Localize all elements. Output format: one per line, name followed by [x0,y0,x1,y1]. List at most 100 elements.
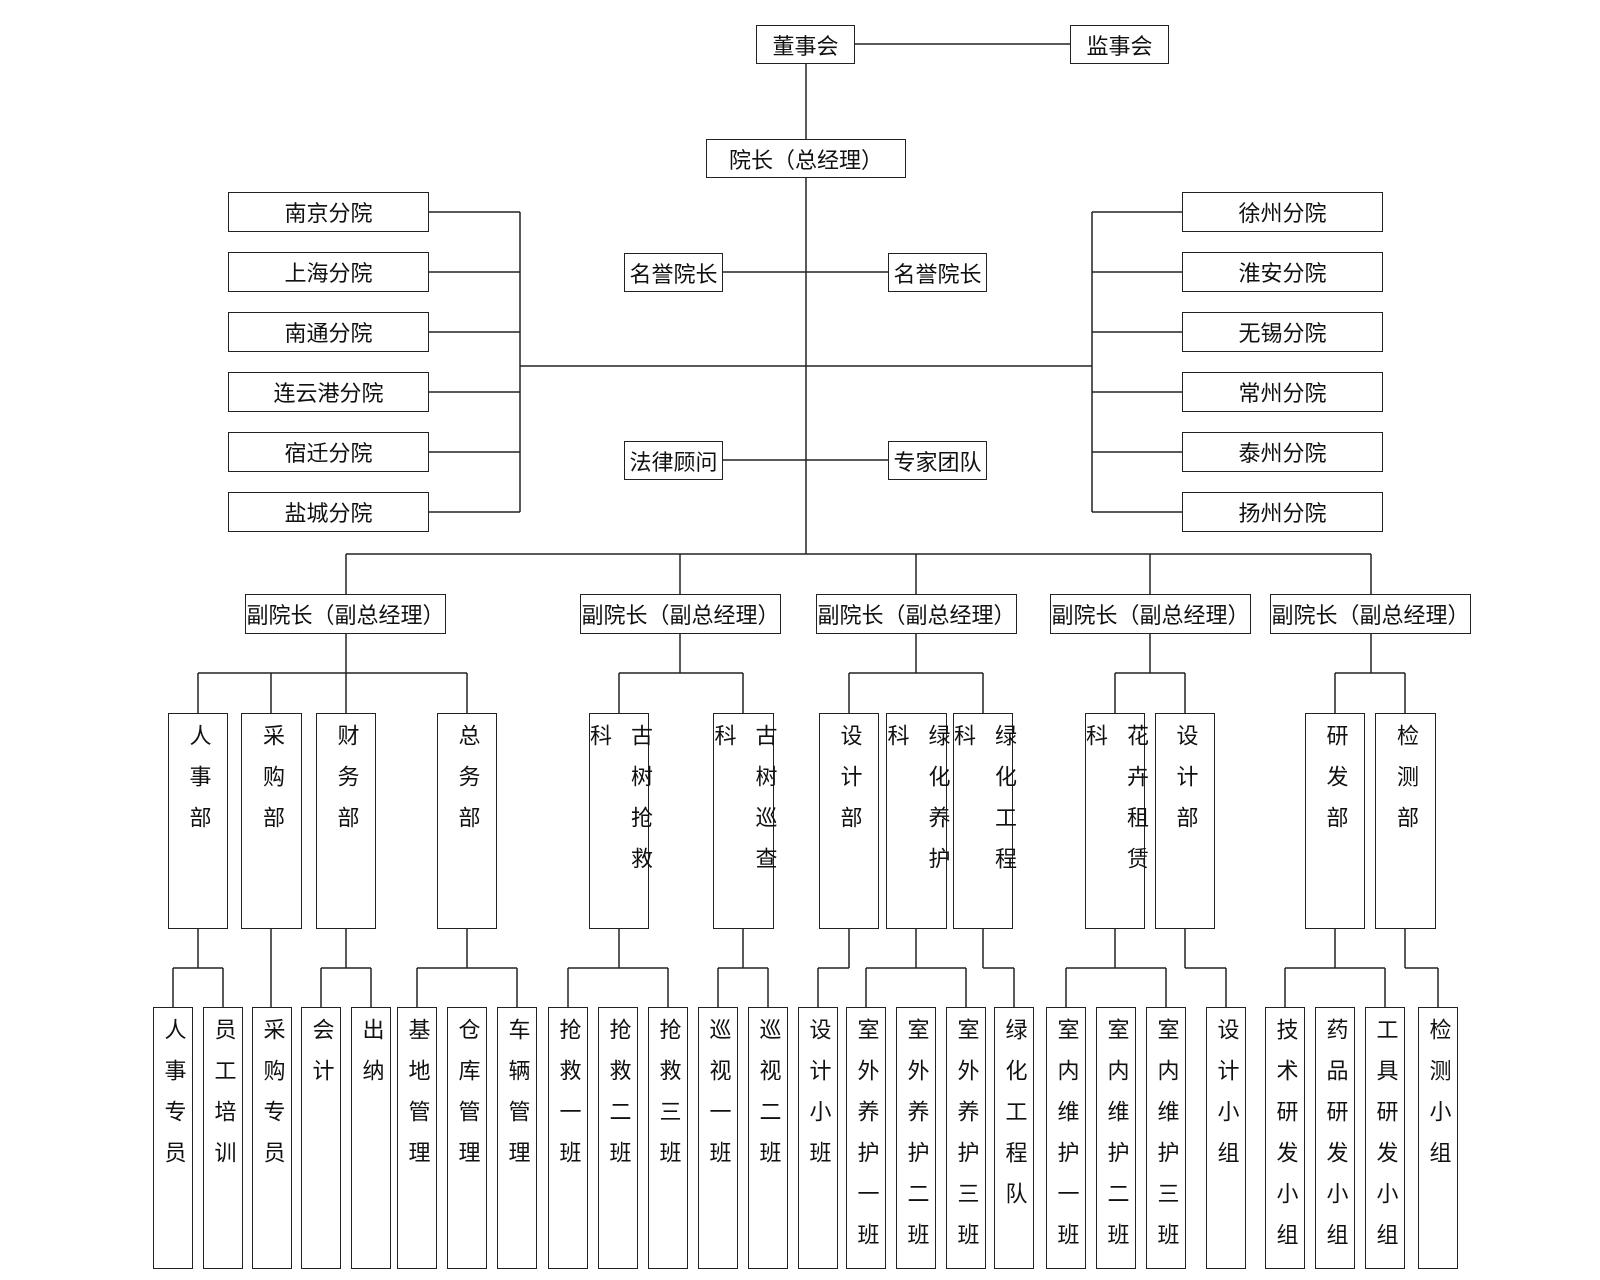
department-box: 总务部 [437,713,497,929]
department-box: 财务部 [316,713,376,929]
branch-left-6: 盐城分院 [228,492,429,532]
department-label: 人事部 [185,724,211,847]
unit-label: 抢救三班 [655,1018,681,1182]
vice-president-label: 副院长（副总经理） [246,604,445,629]
vice-president-label: 副院长（副总经理） [817,604,1016,629]
unit-label: 室内维护三班 [1153,1018,1179,1264]
branch-left-1: 南京分院 [228,192,429,232]
board-label: 董事会 [772,34,839,60]
unit-label: 车辆管理 [504,1018,530,1182]
vice-president-2-box: 副院长（副总经理） [580,594,781,634]
unit-box: 绿化工程队 [994,1007,1034,1269]
unit-label: 采购专员 [259,1018,285,1182]
department-box: 古树抢救科 [586,713,652,929]
branch-label: 常州分院 [1238,382,1327,407]
branch-label: 扬州分院 [1238,502,1327,527]
unit-label: 室外养护一班 [853,1018,879,1264]
branch-label: 南京分院 [284,202,373,227]
unit-label: 会计 [308,1018,334,1100]
unit-box: 车辆管理 [497,1007,537,1269]
department-box: 古树巡查科 [711,713,777,929]
unit-box: 室外养护三班 [946,1007,986,1269]
unit-label: 出纳 [358,1018,384,1100]
unit-box: 室内维护二班 [1096,1007,1136,1269]
branch-right-1: 徐州分院 [1182,192,1383,232]
branch-label: 徐州分院 [1238,202,1327,227]
department-label: 绿化养护科 [883,724,950,888]
unit-box: 巡视二班 [748,1007,788,1269]
honorary-president-right-label: 名誉院长 [893,262,982,288]
unit-box: 抢救三班 [648,1007,688,1269]
branch-label: 泰州分院 [1238,442,1327,467]
unit-label: 设计小组 [1213,1018,1239,1182]
expert-team-label: 专家团队 [893,450,982,476]
unit-box: 技术研发小组 [1265,1007,1305,1269]
vice-president-label: 副院长（副总经理） [1051,604,1250,629]
unit-label: 工具研发小组 [1372,1018,1398,1264]
president-label: 院长（总经理） [728,148,883,174]
branch-label: 宿迁分院 [284,442,373,467]
unit-box: 基地管理 [397,1007,437,1269]
unit-label: 仓库管理 [454,1018,480,1182]
department-label: 采购部 [259,724,284,847]
branch-label: 无锡分院 [1238,322,1327,347]
department-box: 人事部 [168,713,228,929]
department-box: 设计部 [819,713,879,929]
department-box: 研发部 [1305,713,1365,929]
branch-left-3: 南通分院 [228,312,429,352]
department-label: 古树巡查科 [710,724,777,888]
legal-advisor-label: 法律顾问 [629,450,718,476]
unit-label: 药品研发小组 [1322,1018,1348,1264]
unit-box: 工具研发小组 [1365,1007,1405,1269]
unit-box: 采购专员 [252,1007,292,1269]
department-label: 财务部 [333,724,359,847]
branch-right-3: 无锡分院 [1182,312,1383,352]
unit-label: 室外养护二班 [903,1018,929,1264]
department-box: 采购部 [241,713,302,929]
branch-right-6: 扬州分院 [1182,492,1383,532]
unit-label: 巡视一班 [705,1018,731,1182]
department-box: 绿化工程科 [950,713,1016,929]
vice-president-3-box: 副院长（副总经理） [816,594,1017,634]
unit-label: 设计小班 [805,1018,831,1182]
branch-label: 连云港分院 [273,382,384,407]
unit-box: 设计小班 [798,1007,838,1269]
unit-box: 会计 [301,1007,341,1269]
unit-label: 技术研发小组 [1272,1018,1298,1264]
unit-label: 室外养护三班 [953,1018,979,1264]
unit-box: 室外养护二班 [896,1007,936,1269]
unit-label: 绿化工程队 [1001,1018,1027,1223]
vice-president-1-box: 副院长（副总经理） [245,594,446,634]
supervisors-box: 监事会 [1070,25,1169,64]
unit-label: 人事专员 [160,1018,186,1182]
unit-label: 室内维护一班 [1053,1018,1079,1264]
unit-box: 药品研发小组 [1315,1007,1355,1269]
unit-label: 室内维护二班 [1103,1018,1129,1264]
branch-left-4: 连云港分院 [228,372,429,412]
vice-president-5-box: 副院长（副总经理） [1270,594,1471,634]
vice-president-4-box: 副院长（副总经理） [1050,594,1251,634]
unit-box: 出纳 [351,1007,391,1269]
department-label: 绿化工程科 [950,724,1016,888]
unit-box: 室内维护一班 [1046,1007,1086,1269]
unit-box: 人事专员 [153,1007,193,1269]
unit-label: 抢救二班 [605,1018,631,1182]
branch-left-2: 上海分院 [228,252,429,292]
unit-label: 巡视二班 [755,1018,781,1182]
department-label: 设计部 [1172,724,1198,847]
branch-right-2: 淮安分院 [1182,252,1383,292]
legal-advisor-box: 法律顾问 [624,441,723,480]
honorary-president-right-box: 名誉院长 [888,253,987,292]
unit-box: 仓库管理 [447,1007,487,1269]
branch-right-5: 泰州分院 [1182,432,1383,472]
unit-label: 检测小组 [1425,1018,1451,1182]
department-label: 检测部 [1393,724,1418,847]
unit-box: 检测小组 [1418,1007,1458,1269]
vice-president-label: 副院长（副总经理） [581,604,780,629]
branch-label: 上海分院 [284,262,373,287]
unit-box: 员工培训 [203,1007,243,1269]
department-label: 研发部 [1322,724,1348,847]
unit-label: 基地管理 [404,1018,430,1182]
department-box: 检测部 [1375,713,1436,929]
